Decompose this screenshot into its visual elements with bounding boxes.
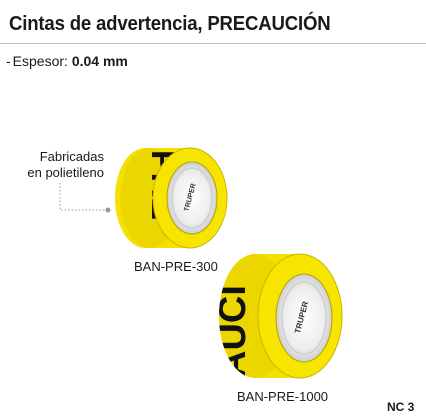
tape-large-print: AUCI — [212, 285, 254, 378]
page-title: Cintas de advertencia, PRECAUCIÓN — [9, 13, 331, 35]
spec-dash: - — [6, 53, 11, 69]
title-divider — [0, 43, 426, 44]
material-callout: Fabricadas en polietileno — [18, 149, 104, 181]
model-label-300: BAN-PRE-300 — [134, 259, 218, 274]
thickness-spec: -Espesor: 0.04 mm — [6, 53, 128, 69]
callout-line-2: en polietileno — [27, 165, 104, 180]
spec-value: 0.04 mm — [71, 53, 128, 69]
model-label-1000: BAN-PRE-1000 — [237, 389, 329, 404]
callout-line-1: Fabricadas — [39, 149, 104, 164]
spec-label: Espesor: — [12, 53, 68, 69]
nc-code: NC 3 — [387, 400, 415, 414]
